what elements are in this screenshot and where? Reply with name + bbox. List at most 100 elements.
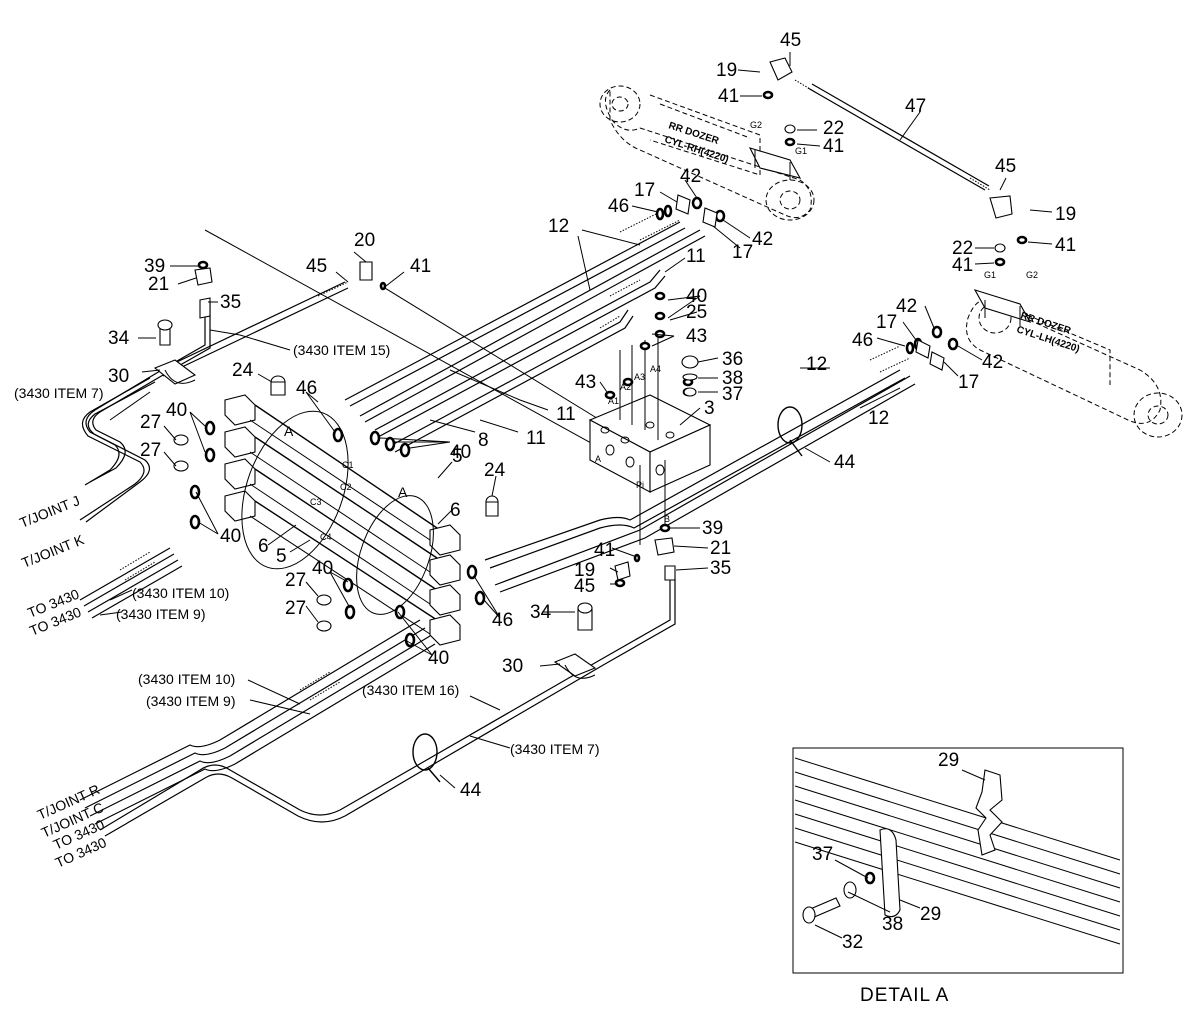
part-label-41-a: 41 <box>718 86 739 107</box>
detail-label-32: 32 <box>842 932 863 953</box>
port-label-a3: A3 <box>634 372 645 382</box>
ref-item-16: (3430 ITEM 16) <box>362 682 459 698</box>
detail-label-29-b: 29 <box>920 904 941 925</box>
part-label-46-c: 46 <box>296 378 317 399</box>
ref-item-10-a: (3430 ITEM 10) <box>132 585 229 601</box>
clamp-30-upper <box>153 359 197 385</box>
part-label-5-a: 5 <box>276 546 287 567</box>
part-label-27-a: 27 <box>140 412 161 433</box>
part-label-39-b: 39 <box>702 518 723 539</box>
part-label-17-a: 17 <box>634 180 655 201</box>
part-label-47: 47 <box>905 96 926 117</box>
valve-bank: C1 C2 C3 C4 A A <box>224 394 461 646</box>
part-label-17-c: 17 <box>876 312 897 333</box>
part-label-42-a: 42 <box>680 166 701 187</box>
part-label-30-a: 30 <box>108 366 129 387</box>
part-label-46-b: 46 <box>852 330 873 351</box>
port-label-g1-lh: G1 <box>984 270 996 280</box>
detail-clamp-29-upper <box>975 769 1003 856</box>
part-label-44-a: 44 <box>834 452 856 473</box>
detail-marker-a-2: A <box>398 484 408 500</box>
detail-a-title: DETAIL A <box>860 985 949 1006</box>
part-label-42-b: 42 <box>752 229 773 250</box>
part-label-27-d: 27 <box>285 598 306 619</box>
tie-44-lower <box>412 733 441 783</box>
part-label-20: 20 <box>354 230 375 251</box>
detail-a-frame <box>792 747 1124 974</box>
part-label-40-b: 40 <box>450 442 471 463</box>
part-label-21-b: 21 <box>710 538 731 559</box>
part-label-6-a: 6 <box>258 536 269 557</box>
part-label-11-b: 11 <box>556 404 576 425</box>
part-label-45-a: 45 <box>780 30 801 51</box>
part-label-8: 8 <box>478 430 489 451</box>
cylinder-rh: RR DOZER CYL-RH(4220) G2 G1 <box>599 85 815 221</box>
part-label-6-b: 6 <box>450 500 461 521</box>
part-label-45-c: 45 <box>306 256 327 277</box>
part-label-41-e: 41 <box>410 256 431 277</box>
ref-tjoint-j: T/JOINT J <box>17 492 82 531</box>
part-labels: 45 19 41 47 22 41 42 17 46 42 17 45 19 4… <box>108 30 1076 801</box>
part-label-40-a: 40 <box>686 286 707 307</box>
ref-item-10-b: (3430 ITEM 10) <box>138 671 235 687</box>
part-label-35-a: 35 <box>220 292 241 313</box>
part-label-41-b: 41 <box>823 136 844 157</box>
manifold-block-3: A1 A2 A3 A4 A Pi B <box>588 335 712 545</box>
part-label-12-c: 12 <box>548 216 569 237</box>
part-label-11-a: 11 <box>686 246 706 267</box>
part-label-46-d: 46 <box>492 610 513 631</box>
part-label-19-a: 19 <box>716 60 737 81</box>
tie-44-right <box>777 406 803 457</box>
part-label-34-b: 34 <box>530 602 552 623</box>
part-label-40-c: 40 <box>166 400 187 421</box>
port-label-a1: A1 <box>608 396 619 406</box>
pipes-left <box>79 300 211 619</box>
ref-item-15: (3430 ITEM 15) <box>293 342 390 358</box>
part-label-35-b: 35 <box>710 558 731 579</box>
part-label-22-b: 22 <box>952 238 973 259</box>
detail-clamp-29-lower <box>879 828 901 918</box>
part-label-12-a: 12 <box>806 354 827 375</box>
part-label-41-f: 41 <box>594 540 615 561</box>
part-label-44-b: 44 <box>460 780 482 801</box>
port-label-c3: C3 <box>310 497 322 507</box>
pipe-item-15 <box>159 229 641 471</box>
o-rings <box>189 90 1028 648</box>
part-label-21-a: 21 <box>148 274 169 295</box>
part-label-40-f: 40 <box>428 648 449 669</box>
detail-label-38: 38 <box>882 914 903 935</box>
part-label-25: 25 <box>686 302 707 323</box>
part-label-24-b: 24 <box>484 460 506 481</box>
part-label-41-d: 41 <box>952 255 973 276</box>
port-label-b: B <box>664 514 670 524</box>
ref-item-9-a: (3430 ITEM 9) <box>116 606 205 622</box>
port-label-c4: C4 <box>320 532 332 542</box>
part-label-40-d: 40 <box>220 526 241 547</box>
part-label-12-b: 12 <box>868 408 889 429</box>
hose-bundle-upper <box>344 211 706 453</box>
part-label-37-a: 37 <box>722 384 743 405</box>
part-label-40-e: 40 <box>312 558 333 579</box>
part-label-39-a: 39 <box>144 256 165 277</box>
clamp-30-lower <box>553 653 597 679</box>
part-label-19-c: 19 <box>574 560 595 581</box>
part-label-38-a: 38 <box>722 368 743 389</box>
part-label-27-b: 27 <box>140 440 161 461</box>
part-label-11-c: 11 <box>526 428 546 449</box>
leader-lines <box>99 52 1053 789</box>
fittings <box>157 124 1006 632</box>
port-label-g1-rh: G1 <box>795 146 807 156</box>
hose-47 <box>769 57 1013 219</box>
part-label-43-b: 43 <box>575 372 596 393</box>
pipes-lower <box>79 575 676 837</box>
port-label-g2-lh: G2 <box>1026 270 1038 280</box>
part-label-41-c: 41 <box>1055 235 1076 256</box>
part-label-42-d: 42 <box>982 352 1003 373</box>
part-label-19-b: 19 <box>1055 204 1076 225</box>
port-label-a2: A2 <box>620 382 631 392</box>
ref-item-7-a: (3430 ITEM 7) <box>14 385 103 401</box>
part-label-22-a: 22 <box>823 118 844 139</box>
part-label-34-a: 34 <box>108 328 130 349</box>
part-label-5-b: 5 <box>452 446 463 467</box>
